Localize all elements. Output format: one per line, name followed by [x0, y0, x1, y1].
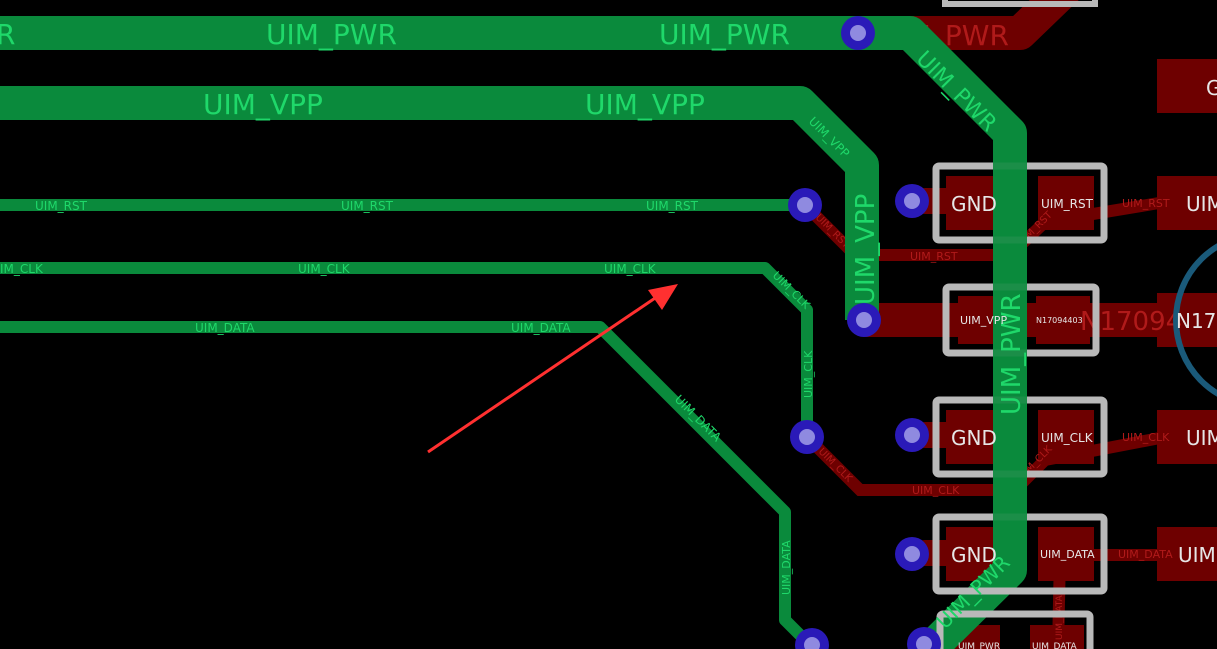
clk-vert-label: UIM_CLK: [802, 350, 815, 398]
via-pwr-bottom[interactable]: [907, 627, 941, 649]
data-label-1: UIM_DATA: [195, 321, 255, 335]
gnd-label-3: GND: [951, 543, 997, 567]
clk-label-3: UIM_CLK: [604, 262, 657, 276]
rst-pad-label: UIM_RST: [1041, 197, 1094, 211]
rst-label-2: UIM_RST: [341, 199, 394, 213]
pwr-edge-fragment: R: [0, 18, 15, 51]
right-gnd-fragment: G: [1206, 76, 1217, 100]
data-vert-label-green: UIM_DATA: [780, 540, 793, 595]
vpp-label-1: UIM_VPP: [203, 88, 323, 121]
pwr-label-2: UIM_PWR: [659, 18, 790, 51]
pwr-label-1: UIM_PWR: [266, 18, 397, 51]
clk-label-1: IM_CLK: [0, 262, 44, 276]
via-gnd-3[interactable]: [895, 537, 929, 571]
right-net-id: N170: [1176, 309, 1217, 333]
vpp-pad-label: UIM_VPP: [960, 314, 1007, 327]
bottom-layer: [800, 0, 1217, 649]
gnd-label-1: GND: [951, 192, 997, 216]
annotation-arrow: [427, 284, 678, 454]
pwr-vert-label: UIM_PWR: [997, 293, 1027, 415]
via-pwr[interactable]: [841, 16, 875, 50]
uim-vpp-trace[interactable]: [0, 86, 879, 320]
net-id-pad-label: N17094403: [1036, 316, 1083, 325]
ring-outline: [1173, 243, 1217, 397]
vpp-vert-label: UIM_VPP: [851, 194, 881, 305]
data-pad-label: UIM_DATA: [1040, 548, 1095, 561]
pad-clk[interactable]: [1038, 410, 1094, 464]
clk-diag-label: UIM_CLK: [816, 446, 855, 485]
rst-red-label: UIM_RST: [910, 250, 958, 263]
via-vpp[interactable]: [847, 303, 881, 337]
pad-rst[interactable]: [1038, 176, 1094, 230]
pwr-pad-label: UIM_PWR: [958, 642, 1000, 649]
pad-vpp-right[interactable]: [1036, 296, 1090, 344]
uim-clk-trace[interactable]: [0, 262, 813, 437]
clk-diag-label-green: UIM_CLK: [770, 269, 813, 312]
rst-label-3: UIM_RST: [646, 199, 699, 213]
rst-label-1: UIM_RST: [35, 199, 88, 213]
right-pad-rst[interactable]: [1157, 176, 1217, 230]
top-layer: [0, 16, 1027, 649]
pad-labels: GND UIM_RST UIM_VPP N17094403 GND UIM_CL…: [951, 76, 1217, 649]
data-red-label-right: UIM_DATA: [1118, 548, 1173, 561]
vias: [788, 16, 941, 649]
rst-red-label-right: UIM_RST: [1122, 197, 1170, 210]
right-pad-data[interactable]: [1157, 527, 1217, 581]
right-pad-vpp[interactable]: [1157, 293, 1217, 347]
clk-red-label: UIM_CLK: [912, 484, 960, 497]
right-pad-gnd[interactable]: [1157, 59, 1217, 113]
uim-pwr-trace[interactable]: [0, 16, 1027, 649]
right-uim-rst: UIM: [1186, 192, 1217, 216]
vpp-label-2: UIM_VPP: [585, 88, 705, 121]
clk-pad-label: UIM_CLK: [1041, 431, 1094, 445]
data-label-2: UIM_DATA: [511, 321, 571, 335]
data-pad-bottom-label: UIM_DATA: [1032, 642, 1078, 649]
arrow-head-icon: [648, 284, 678, 310]
pad-data[interactable]: [1038, 527, 1094, 581]
clk-red-label-right: UIM_CLK: [1122, 431, 1170, 444]
data-diag-label: UIM_DATA: [672, 392, 725, 445]
via-data[interactable]: [795, 628, 829, 649]
top-right-box-fragment: [942, 0, 1098, 7]
clk-label-2: UIM_CLK: [298, 262, 351, 276]
right-pad-clk[interactable]: [1157, 410, 1217, 464]
uim-data-trace[interactable]: [0, 321, 817, 649]
right-uim-data: UIM: [1178, 543, 1216, 567]
via-gnd-1[interactable]: [895, 184, 929, 218]
via-rst[interactable]: [788, 188, 822, 222]
via-gnd-2[interactable]: [895, 418, 929, 452]
gnd-label-2: GND: [951, 426, 997, 450]
pad-data-bottom[interactable]: [1030, 625, 1084, 649]
via-clk[interactable]: [790, 420, 824, 454]
right-uim-clk: UIM: [1186, 426, 1217, 450]
